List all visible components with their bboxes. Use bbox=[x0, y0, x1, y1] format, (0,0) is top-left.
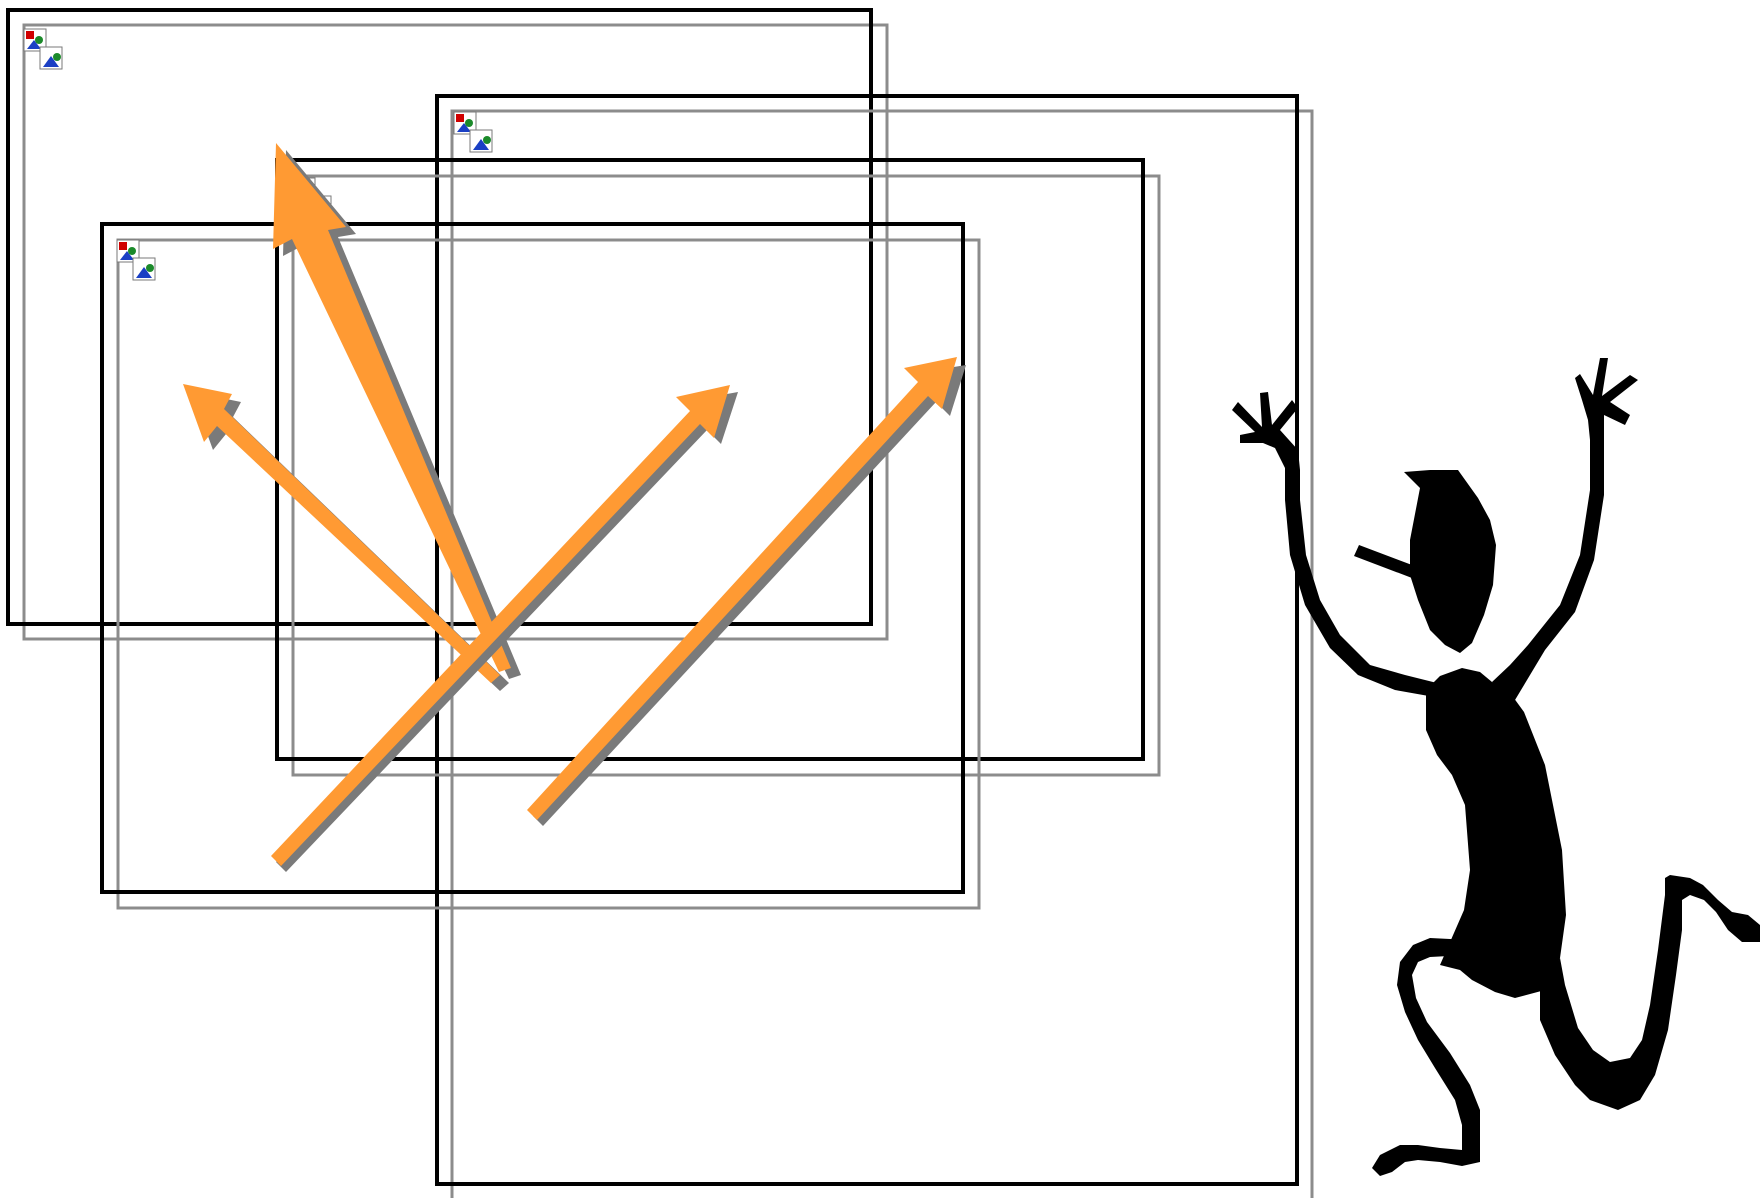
arrow-up-right-center bbox=[271, 385, 738, 872]
figure-right-arm bbox=[1492, 358, 1638, 700]
arrow-shadow bbox=[276, 392, 738, 872]
arrow-body bbox=[527, 357, 957, 820]
frame-right-tall bbox=[435, 94, 1314, 1198]
arrow-up-left-steep bbox=[273, 143, 521, 679]
frame-lower-left bbox=[100, 222, 981, 910]
broken-image-icon bbox=[23, 28, 63, 70]
figure-right-leg bbox=[1540, 875, 1760, 1110]
figure-torso bbox=[1426, 668, 1566, 998]
frame-shadow bbox=[116, 238, 981, 910]
figure-head bbox=[1404, 470, 1496, 653]
frame-border bbox=[100, 222, 965, 894]
arrow-up-right-far bbox=[527, 357, 966, 826]
figure-left-leg bbox=[1372, 938, 1480, 1176]
dancing-stick-figure bbox=[1232, 358, 1760, 1176]
arrow-body bbox=[271, 385, 730, 866]
arrow-body bbox=[183, 384, 500, 683]
figure-left-arm bbox=[1232, 392, 1445, 698]
arrow-up-left bbox=[183, 384, 509, 691]
arrow-shadow bbox=[533, 365, 966, 826]
frame-border bbox=[435, 94, 1299, 1186]
broken-image-icon bbox=[116, 239, 156, 281]
broken-image-icon bbox=[453, 111, 493, 153]
frame-shadow bbox=[450, 109, 1314, 1198]
figure-nose bbox=[1354, 545, 1412, 578]
arrows-group bbox=[183, 143, 966, 872]
arrow-body bbox=[273, 143, 511, 672]
